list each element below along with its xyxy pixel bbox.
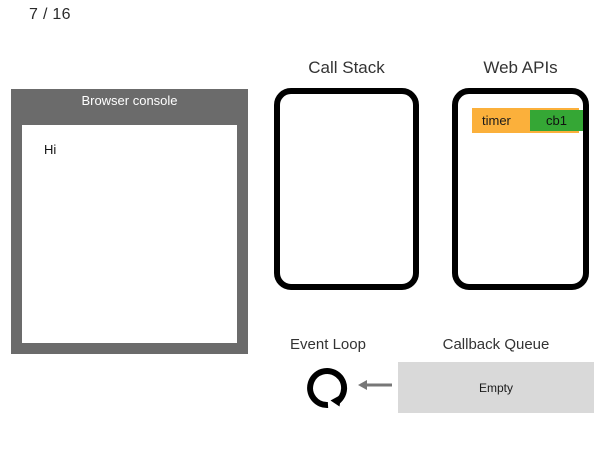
arrow-left-icon <box>358 380 392 390</box>
call-stack-title: Call Stack <box>308 58 385 77</box>
web-apis-title: Web APIs <box>483 58 558 77</box>
circular-arrow-icon <box>307 368 348 409</box>
call-stack-box <box>274 88 419 290</box>
browser-console-output: Hi <box>22 125 237 343</box>
callback-queue-status: Empty <box>478 380 513 395</box>
callback-queue-box: Empty <box>398 362 594 413</box>
slide-counter: 7 / 16 <box>29 6 71 23</box>
callback-queue-title: Callback Queue <box>442 336 550 353</box>
event-loop-title: Event Loop <box>290 336 366 353</box>
browser-console-panel: Browser console Hi <box>11 89 248 354</box>
web-api-task-timer: timer cb1 <box>472 108 583 133</box>
web-api-callback-chip: cb1 <box>530 110 583 131</box>
web-apis-box: timer cb1 <box>452 88 589 290</box>
web-api-task-label: timer <box>482 113 511 128</box>
browser-console-title: Browser console <box>81 93 178 108</box>
console-log-line: Hi <box>44 142 57 157</box>
